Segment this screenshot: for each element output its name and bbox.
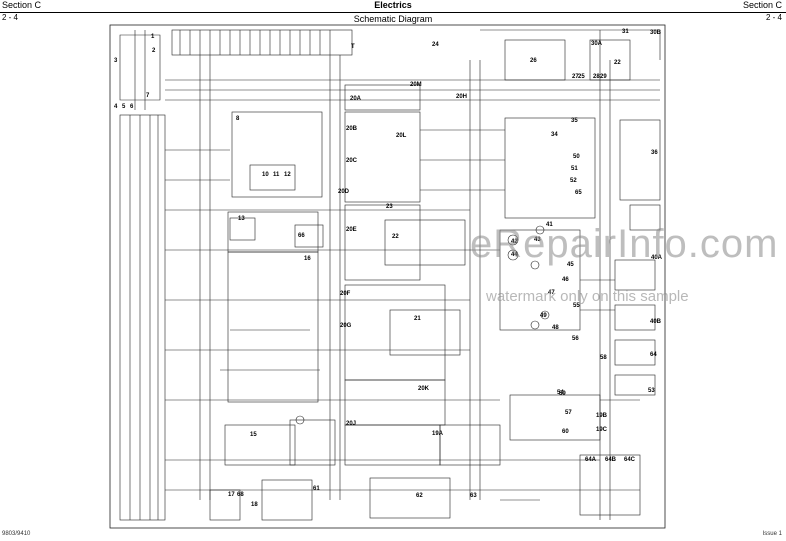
svg-text:41: 41 (546, 222, 553, 228)
svg-text:66: 66 (298, 233, 305, 239)
svg-text:20J: 20J (346, 421, 356, 427)
svg-text:64B: 64B (605, 457, 617, 463)
svg-text:58: 58 (600, 355, 607, 361)
page-number-right: 2 - 4 (765, 13, 782, 22)
svg-text:19A: 19A (432, 431, 444, 437)
svg-text:20K: 20K (418, 386, 430, 392)
svg-text:8: 8 (236, 116, 240, 122)
svg-text:1: 1 (151, 34, 155, 40)
svg-text:43: 43 (534, 237, 541, 243)
svg-text:13: 13 (238, 216, 245, 222)
svg-text:45: 45 (567, 262, 574, 268)
svg-text:50: 50 (573, 154, 580, 160)
svg-text:59: 59 (559, 391, 566, 397)
svg-text:34: 34 (551, 132, 558, 138)
svg-text:19C: 19C (596, 427, 608, 433)
svg-text:42: 42 (511, 239, 518, 245)
svg-text:30B: 30B (650, 30, 662, 36)
svg-text:T: T (351, 44, 355, 50)
page-header: Section C Electrics Section C (0, 0, 786, 13)
svg-text:29: 29 (600, 74, 607, 80)
svg-text:7: 7 (146, 93, 150, 99)
svg-text:20L: 20L (396, 133, 407, 139)
svg-text:2: 2 (152, 48, 156, 54)
svg-text:55: 55 (573, 303, 580, 309)
svg-text:18: 18 (251, 502, 258, 508)
svg-text:24: 24 (432, 42, 439, 48)
svg-text:64C: 64C (624, 457, 636, 463)
section-left: Section C (2, 0, 42, 10)
page-title: Electrics (374, 0, 412, 10)
svg-text:53: 53 (648, 388, 655, 394)
svg-text:57: 57 (565, 410, 572, 416)
svg-text:20D: 20D (338, 189, 350, 195)
svg-text:68: 68 (237, 492, 244, 498)
svg-text:20H: 20H (456, 94, 467, 100)
svg-text:11: 11 (273, 172, 280, 178)
svg-text:28: 28 (593, 74, 600, 80)
svg-text:20F: 20F (340, 291, 351, 297)
svg-text:20C: 20C (346, 158, 358, 164)
watermark-note: watermark only on this sample (486, 288, 689, 305)
svg-text:20M: 20M (410, 82, 422, 88)
svg-text:31: 31 (622, 29, 629, 35)
svg-text:63: 63 (470, 493, 477, 499)
svg-text:6: 6 (130, 104, 134, 110)
svg-text:60: 60 (562, 429, 569, 435)
svg-text:3: 3 (114, 58, 118, 64)
svg-text:64: 64 (650, 352, 657, 358)
svg-text:49: 49 (540, 313, 547, 319)
svg-text:17: 17 (228, 492, 235, 498)
page-number-left: 2 - 4 (2, 13, 19, 22)
svg-text:52: 52 (570, 178, 577, 184)
svg-text:64A: 64A (585, 457, 597, 463)
svg-text:56: 56 (572, 336, 579, 342)
svg-text:23: 23 (386, 204, 393, 210)
svg-text:15: 15 (250, 432, 257, 438)
watermark-site: eRepairInfo.com (470, 222, 779, 266)
wiring (109, 24, 666, 529)
svg-text:35: 35 (571, 118, 578, 124)
svg-text:20G: 20G (340, 323, 352, 329)
svg-text:12: 12 (284, 172, 291, 178)
svg-text:65: 65 (575, 190, 582, 196)
section-right: Section C (742, 0, 782, 10)
svg-text:47: 47 (548, 290, 555, 296)
svg-text:4: 4 (114, 104, 118, 110)
footer-left: 9803/9410 (2, 531, 31, 537)
svg-text:46: 46 (562, 277, 569, 283)
svg-text:44: 44 (511, 252, 518, 258)
diagram-subtitle: Schematic Diagram (353, 14, 433, 24)
svg-text:48: 48 (552, 325, 559, 331)
svg-text:25: 25 (578, 74, 585, 80)
svg-text:19B: 19B (596, 413, 608, 419)
svg-text:16: 16 (304, 256, 311, 262)
svg-text:22: 22 (614, 60, 621, 66)
svg-text:30A: 30A (591, 41, 603, 47)
svg-text:27: 27 (572, 74, 579, 80)
footer-right: Issue 1 (762, 531, 782, 537)
svg-text:54: 54 (557, 390, 564, 396)
svg-text:20E: 20E (346, 227, 357, 233)
svg-text:20B: 20B (346, 126, 358, 132)
svg-text:22: 22 (392, 234, 399, 240)
svg-text:21: 21 (414, 316, 421, 322)
svg-text:62: 62 (416, 493, 423, 499)
svg-text:20A: 20A (350, 96, 362, 102)
svg-text:61: 61 (313, 486, 320, 492)
svg-text:51: 51 (571, 166, 578, 172)
svg-text:40A: 40A (651, 255, 663, 261)
svg-text:5: 5 (122, 104, 126, 110)
svg-text:26: 26 (530, 58, 537, 64)
svg-text:40B: 40B (650, 319, 662, 325)
svg-text:10: 10 (262, 172, 269, 178)
svg-text:36: 36 (651, 150, 658, 156)
